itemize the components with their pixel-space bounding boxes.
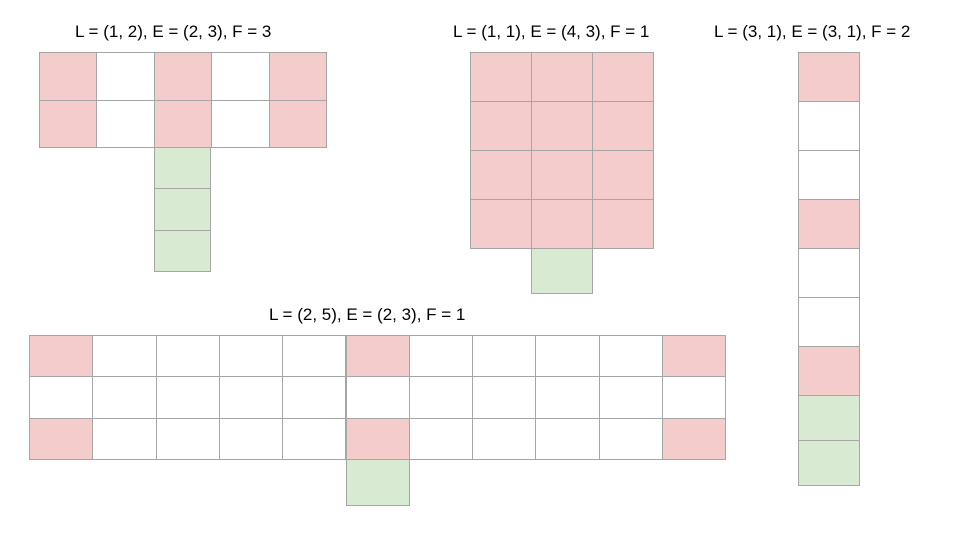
grid-cell-empty (218, 376, 284, 419)
grid-cell-empty (96, 99, 155, 148)
grid-cell-empty (598, 335, 663, 378)
grid-cell-filled (470, 52, 532, 102)
grid-cell-empty (96, 52, 155, 101)
grid-cell-filled (29, 417, 94, 460)
grid-cell-empty (472, 417, 537, 460)
grid-cell-empty (211, 99, 270, 148)
grid-cell-empty (211, 52, 270, 101)
grid-cell-empty (798, 297, 860, 347)
grid-cell-filled (29, 335, 94, 378)
grid-cell-filled (345, 335, 410, 378)
grid-cell-filled (470, 101, 532, 151)
grid-cell-empty (345, 376, 410, 419)
extra-cell (531, 248, 593, 294)
grid-cell-empty (408, 335, 474, 378)
grid-cell-filled (268, 99, 327, 148)
grid-cell-empty (535, 376, 600, 419)
extra-cell (346, 459, 410, 506)
diagram-title: L = (2, 5), E = (2, 3), F = 1 (269, 305, 466, 324)
grid-cell-empty (92, 335, 157, 378)
grid-cell-empty (598, 417, 663, 460)
extra-cell (798, 395, 860, 441)
grid-cell-empty (282, 417, 347, 460)
grid-cell-filled (592, 52, 654, 102)
grid-cell-filled (592, 199, 654, 249)
grid-cell-filled (531, 52, 593, 102)
grid-cell-empty (92, 417, 157, 460)
grid-cell-filled (345, 417, 410, 460)
grid-cell-empty (472, 335, 537, 378)
grid-cell-empty (92, 376, 157, 419)
grid-cell-filled (531, 101, 593, 151)
grid-cell-filled (470, 150, 532, 200)
diagram-title: L = (1, 1), E = (4, 3), F = 1 (453, 22, 650, 41)
grid-cell-empty (535, 335, 600, 378)
extra-cell (154, 147, 211, 190)
grid-cell-filled (39, 52, 98, 101)
grid-cell-empty (408, 417, 474, 460)
grid-cell-filled (662, 335, 727, 378)
diagram-title: L = (3, 1), E = (3, 1), F = 2 (714, 22, 911, 41)
grid-cell-empty (798, 248, 860, 298)
grid-cell-filled (798, 52, 860, 102)
grid-cell-empty (155, 335, 220, 378)
diagram-title: L = (1, 2), E = (2, 3), F = 3 (75, 22, 272, 41)
grid-cell-filled (798, 199, 860, 249)
grid-cell-empty (282, 376, 347, 419)
extra-cell (154, 188, 211, 231)
extra-cell (154, 229, 211, 272)
extra-cell (798, 440, 860, 486)
grid-cell-filled (153, 52, 213, 101)
grid-cell-empty (29, 376, 94, 419)
grid-cell-empty (662, 376, 727, 419)
grid-cell-filled (39, 99, 98, 148)
grid-cell-filled (531, 199, 593, 249)
grid-cell-empty (155, 417, 220, 460)
grid-cell-filled (662, 417, 727, 460)
grid-cell-empty (218, 335, 284, 378)
grid-cell-filled (592, 150, 654, 200)
grid-cell-empty (155, 376, 220, 419)
grid-cell-empty (282, 335, 347, 378)
grid-cell-filled (531, 150, 593, 200)
grid-cell-filled (268, 52, 327, 101)
grid-cell-filled (470, 199, 532, 249)
grid-cell-filled (592, 101, 654, 151)
grid-cell-empty (798, 150, 860, 200)
grid-cell-empty (535, 417, 600, 460)
grid-cell-empty (598, 376, 663, 419)
grid-cell-filled (153, 99, 213, 148)
grid-cell-filled (798, 346, 860, 396)
grid-cell-empty (218, 417, 284, 460)
grid-cell-empty (408, 376, 474, 419)
grid-cell-empty (472, 376, 537, 419)
grid-cell-empty (798, 101, 860, 151)
